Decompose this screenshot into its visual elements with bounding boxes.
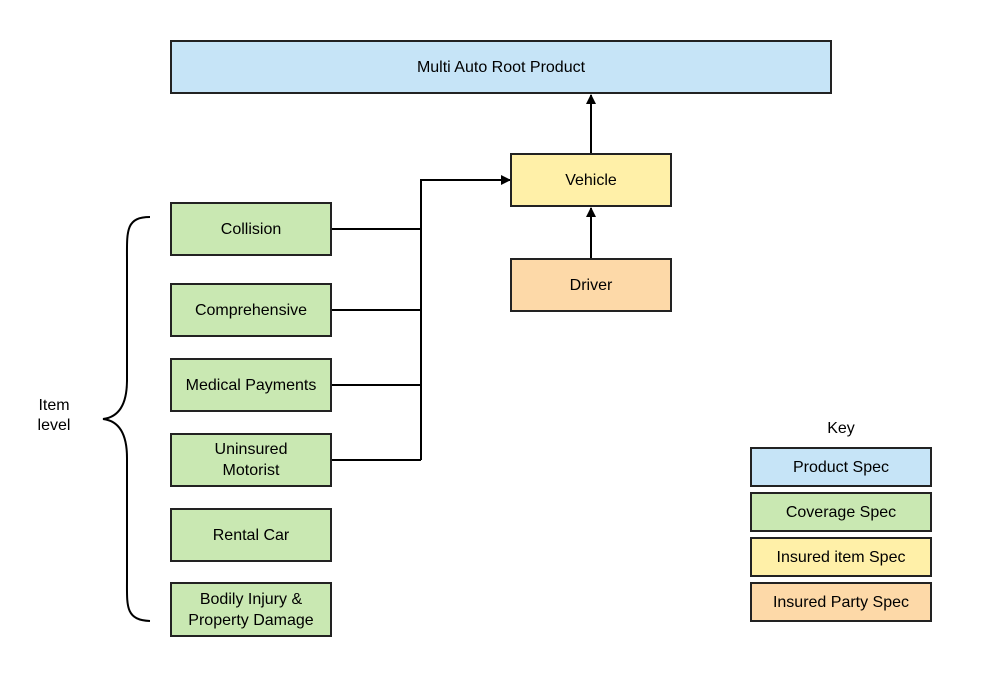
vehicle-node: Vehicle	[510, 153, 672, 207]
key-insured-item-spec-label: Insured item Spec	[776, 548, 906, 566]
medical-payments-label: Medical Payments	[185, 376, 317, 394]
comprehensive-node: Comprehensive	[170, 283, 332, 337]
driver-node: Driver	[510, 258, 672, 312]
comprehensive-label: Comprehensive	[194, 301, 308, 319]
collision-node: Collision	[170, 202, 332, 256]
multi-auto-root-product-label: Multi Auto Root Product	[416, 58, 586, 76]
key-title: Key	[827, 420, 855, 437]
key-product-spec: Product Spec	[750, 447, 932, 487]
key-coverage-spec-label: Coverage Spec	[785, 503, 897, 521]
collision-label: Collision	[220, 220, 282, 238]
bodily-injury-property-damage-node: Bodily Injury & Property Damage	[170, 582, 332, 637]
uninsured-motorist-label: Uninsured Motorist	[214, 441, 288, 479]
key-product-spec-label: Product Spec	[792, 458, 890, 476]
driver-label: Driver	[569, 276, 613, 294]
key-insured-item-spec: Insured item Spec	[750, 537, 932, 577]
vehicle-label: Vehicle	[565, 171, 617, 189]
key-coverage-spec: Coverage Spec	[750, 492, 932, 532]
rental-car-label: Rental Car	[212, 526, 290, 544]
key-insured-party-spec-label: Insured Party Spec	[772, 593, 910, 611]
multi-auto-root-product-node: Multi Auto Root Product	[170, 40, 832, 94]
bodily-injury-property-damage-label: Bodily Injury & Property Damage	[188, 590, 314, 629]
item-level-brace	[102, 216, 151, 622]
item-level-label: Item level	[37, 397, 71, 434]
key-insured-party-spec: Insured Party Spec	[750, 582, 932, 622]
uninsured-motorist-node: Uninsured Motorist	[170, 433, 332, 487]
rental-car-node: Rental Car	[170, 508, 332, 562]
medical-payments-node: Medical Payments	[170, 358, 332, 412]
